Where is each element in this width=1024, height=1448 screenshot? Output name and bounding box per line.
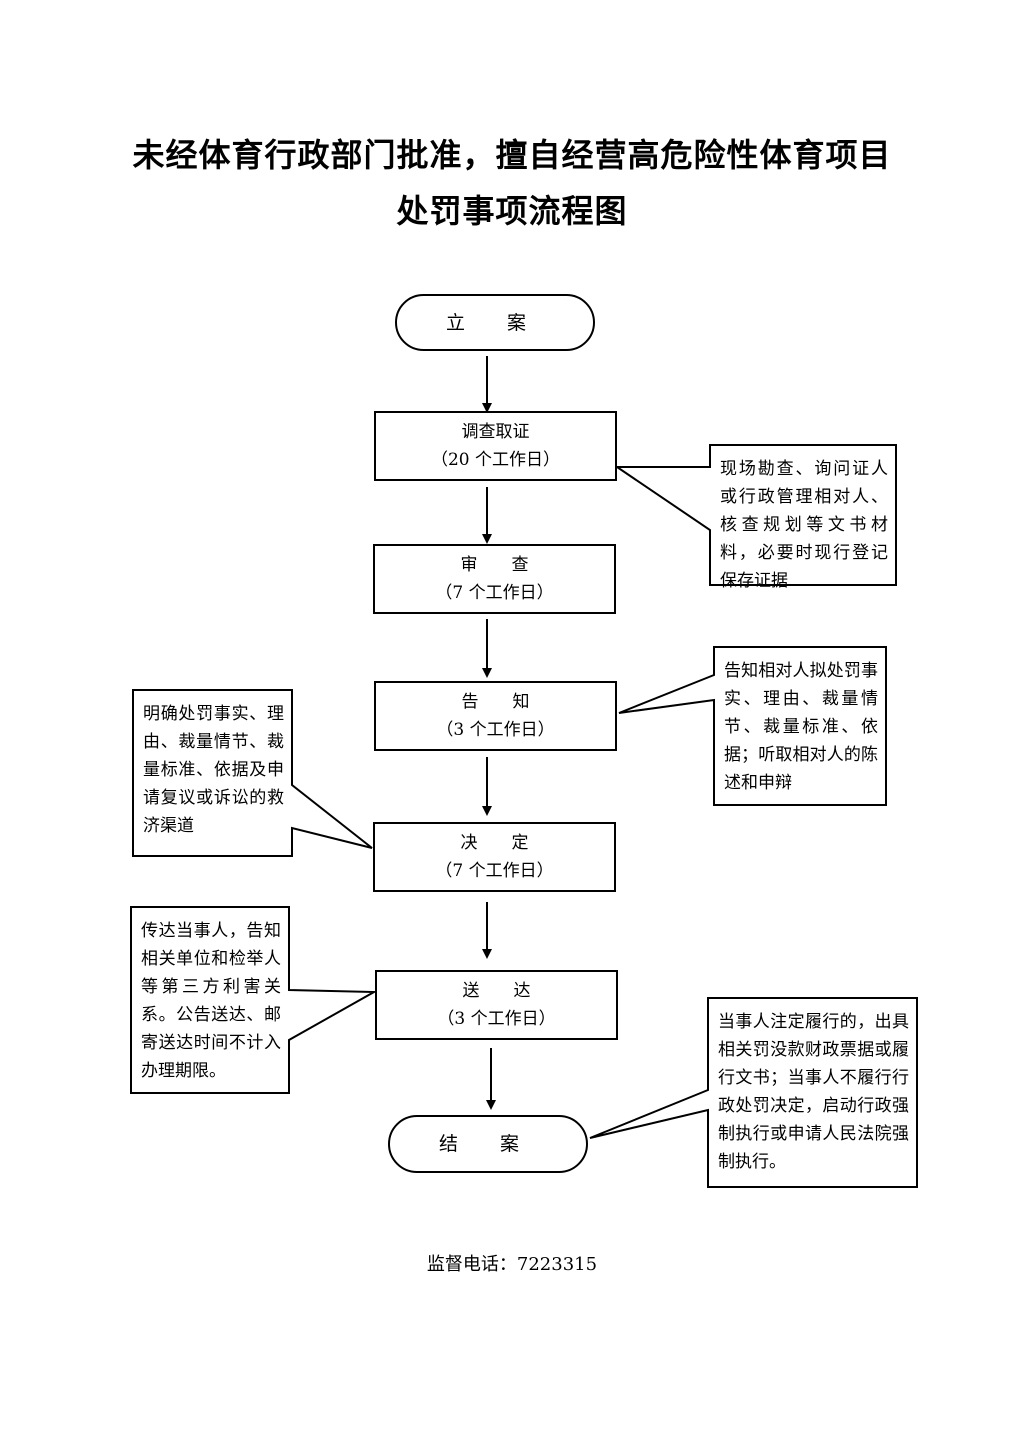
deliver-node: 送 达 （3 个工作日） [375, 970, 618, 1040]
page-title: 未经体育行政部门批准，擅自经营高危险性体育项目 [132, 136, 892, 174]
deliver-label: 送 达 [462, 981, 531, 1001]
review-node: 审 查 （7 个工作日） [373, 544, 616, 614]
callout-investigate-outline [613, 444, 897, 586]
decide-label: 决 定 [460, 833, 529, 853]
start-node: 立 案 [395, 294, 595, 351]
supervision-phone: 监督电话：7223315 [426, 1254, 598, 1275]
deliver-note: 传达当事人，告知相关单位和检举人等第三方利害关系。公告送达、邮寄送达时间不计入办… [141, 921, 281, 1081]
notify-label: 告 知 [461, 692, 530, 712]
notify-node: 告 知 （3 个工作日） [374, 681, 617, 751]
notify-note: 告知相对人拟处罚事实、理由、裁量情节、裁量标准、依据；听取相对人的陈述和申辩 [724, 661, 878, 793]
end-label: 结 案 [438, 1133, 538, 1155]
page-subtitle: 处罚事项流程图 [396, 192, 628, 230]
callout-decide-outline [132, 689, 373, 857]
decide-node: 决 定 （7 个工作日） [373, 822, 616, 892]
callout-end-outline [589, 997, 918, 1188]
investigate-note: 现场勘查、询问证人或行政管理相对人、核查规划等文书材料，必要时现行登记保存证据 [720, 459, 888, 591]
investigate-label: 调查取证 [461, 422, 530, 442]
end-note: 当事人注定履行的，出具相关罚没款财政票据或履行文书；当事人不履行行政处罚决定，启… [718, 1012, 909, 1172]
decide-note: 明确处罚事实、理由、裁量情节、裁量标准、依据及申请复议或诉讼的救济渠道 [143, 704, 284, 836]
callout-deliver-outline [130, 906, 378, 1094]
decide-days: （7 个工作日） [435, 861, 554, 881]
start-label: 立 案 [445, 311, 545, 334]
investigate-days: （20 个工作日） [430, 450, 561, 470]
notify-days: （3 个工作日） [436, 720, 555, 740]
end-node: 结 案 [388, 1115, 588, 1173]
investigate-node: 调查取证 （20 个工作日） [374, 411, 617, 481]
review-days: （7 个工作日） [435, 583, 554, 603]
review-label: 审 查 [460, 555, 529, 575]
deliver-days: （3 个工作日） [437, 1009, 556, 1029]
callout-notify-outline [618, 646, 887, 806]
